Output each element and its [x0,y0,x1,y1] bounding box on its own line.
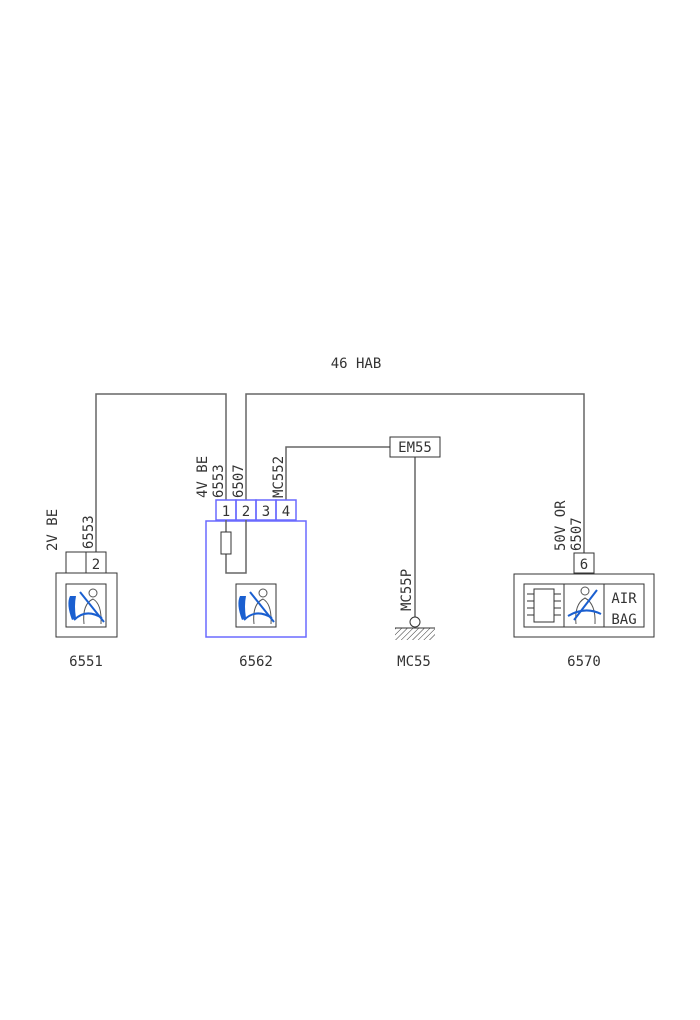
component-id: MC55 [397,654,431,670]
wire-label: MC55P [399,569,415,611]
pin-box [573,552,595,574]
connector-label: 2V BE [45,509,61,551]
ground-hatch-icon [395,628,435,640]
splice-label: EM55 [398,440,432,456]
harness-title: 46 HAB [331,356,382,372]
component-6551: 2 2V BE 6553 6551 [45,509,118,670]
component-6570: 6 AIR BAG 50V OR 6507 6570 [513,500,655,670]
resistor-icon [220,531,232,555]
airbag-icon [603,583,645,628]
splice-box [389,436,441,458]
connector-label: 50V OR [553,500,569,551]
pin-label: 2 [242,504,250,520]
airbag-text: AIR [611,591,637,607]
seatbelt-icon [65,583,107,628]
pin-label: 6 [580,557,588,573]
wire-label: 6553 [211,464,227,498]
airbag-text: BAG [611,612,636,628]
wire-label: MC552 [271,456,287,498]
ecu-chip-icon [523,583,565,628]
pin-label: 4 [282,504,290,520]
seatbelt-icon [563,583,605,628]
seatbelt-icon [235,583,277,628]
component-id: 6570 [567,654,601,670]
wire-label: 6507 [231,464,247,498]
wire-6507 [245,393,585,553]
component-id: 6551 [69,654,103,670]
wire-label: 6553 [81,515,97,549]
pin-label: 3 [262,504,270,520]
component-6562: 1 2 3 4 4V BE 6553 6507 MC552 6562 [195,456,307,670]
wire-6553 [95,393,227,552]
wire-mc552 [285,446,390,500]
connector-label: 4V BE [195,456,211,498]
ground-mc55: EM55 MC55P MC55 [389,436,441,670]
component-id: 6562 [239,654,273,670]
ground-point-icon [409,616,421,628]
pin-label: 2 [92,557,100,573]
wire-label: 6507 [569,517,585,551]
pin-label: 1 [222,504,230,520]
